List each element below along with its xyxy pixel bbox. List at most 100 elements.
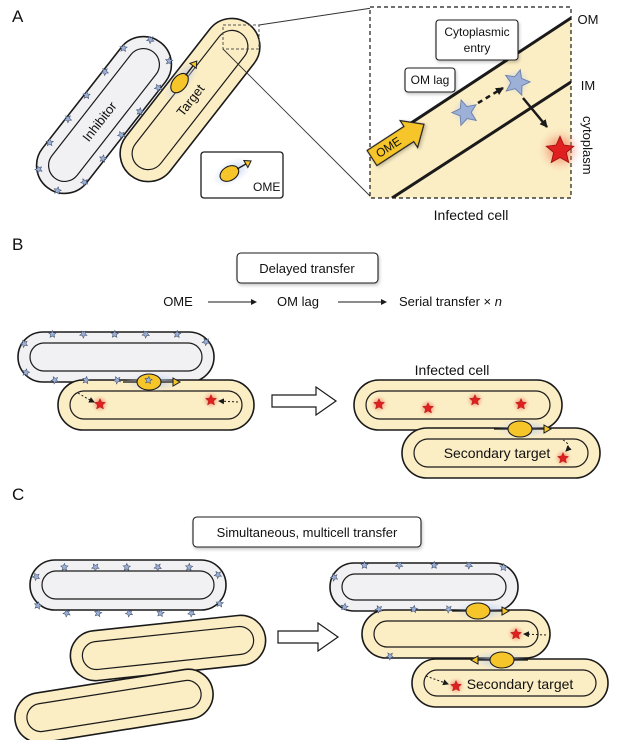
membrane-star (50, 376, 59, 385)
multicell-transfer-box: Simultaneous, multicell transfer (192, 516, 422, 548)
panel-b-letter: B (12, 235, 23, 254)
c-ome-2 (469, 650, 528, 670)
membrane-star (63, 115, 73, 124)
b-infected-cell-label: Infected cell (415, 362, 490, 378)
membrane-star (94, 608, 103, 618)
membrane-star (360, 560, 369, 569)
membrane-star (464, 561, 474, 570)
inner-membrane-line (391, 80, 571, 198)
ome-legend: OME (200, 151, 284, 199)
delayed-transfer-box: Delayed transfer (236, 252, 379, 284)
ome-legend-label: OME (253, 180, 280, 194)
membrane-star (31, 572, 40, 582)
membrane-star (187, 609, 196, 618)
b-infected-toxins (370, 391, 530, 417)
c-secondary-target-label: Secondary target (467, 676, 574, 692)
b-secondary-toxin (554, 439, 572, 467)
inhibitor-cell: Inhibitor (35, 35, 173, 195)
ome-contact (164, 58, 200, 102)
membrane-star (374, 605, 383, 614)
membrane-star (82, 90, 91, 100)
flow-step-om-lag: OM lag (277, 294, 319, 309)
b-inhibitor-cell (17, 331, 215, 383)
panel-c-letter: C (12, 485, 24, 504)
membrane-star (124, 609, 134, 618)
membrane-star (201, 337, 211, 347)
c-right-target-2: Secondary target (411, 658, 609, 708)
flow-step-ome: OME (163, 294, 193, 309)
cytoplasmic-entry-line2: entry (464, 41, 491, 55)
ome-arrow: OME (366, 119, 425, 167)
c-toxin-2 (425, 675, 465, 695)
zoom-line-bottom (222, 48, 373, 199)
membrane-stars (19, 35, 508, 661)
membrane-star (60, 562, 69, 571)
zoom-panel: OME Cytoplasmic entry (366, 6, 582, 199)
membrane-star (122, 562, 132, 571)
multicell-transfer-label: Simultaneous, multicell transfer (217, 525, 398, 540)
panel-a-letter: A (12, 7, 24, 26)
c-transition-arrow (277, 621, 340, 653)
om-lag-arrow (477, 86, 504, 105)
membrane-star (34, 165, 43, 174)
panel-b: B Delayed transfer OME OM lag Serial tra… (12, 235, 601, 479)
om-lag-box: OM lag (404, 67, 456, 93)
cytoplasmic-entry-box: Cytoplasmic entry (435, 19, 519, 61)
c-inhibitor-cell (29, 559, 227, 611)
membrane-star (48, 329, 57, 338)
membrane-star (409, 604, 419, 614)
membrane-star (444, 605, 453, 614)
cytoplasmic-entry-line1: Cytoplasmic (444, 25, 509, 39)
membrane-star (91, 563, 100, 572)
membrane-star (385, 652, 395, 661)
membrane-star (153, 83, 163, 93)
cytoplasm-label: cytoplasm (580, 116, 595, 175)
target-cell: Target (119, 17, 261, 183)
b-infected-cell (353, 379, 563, 431)
membrane-star (145, 35, 155, 45)
membrane-star (100, 67, 110, 77)
membrane-star (45, 138, 54, 147)
membrane-star (156, 608, 165, 618)
membrane-star (82, 375, 91, 385)
c-right-inhibitor (329, 562, 519, 612)
membrane-star (141, 330, 150, 339)
zoom-line-top (258, 7, 373, 26)
membrane-star (79, 330, 88, 339)
b-toxin-right (202, 391, 239, 409)
delayed-transfer-label: Delayed transfer (259, 261, 355, 276)
panel-a: A Inhibitor Target (12, 6, 599, 223)
membrane-star (112, 376, 122, 385)
membrane-star (79, 178, 89, 187)
membrane-star-1 (450, 98, 478, 127)
membrane-star (135, 107, 145, 116)
membrane-star (165, 56, 174, 65)
membrane-star (213, 570, 223, 580)
membrane-star (499, 562, 508, 572)
membrane-star (62, 609, 71, 618)
membrane-star (144, 375, 153, 385)
b-secondary-target-label: Secondary target (444, 445, 551, 461)
zoom-source-box (222, 24, 260, 50)
membrane-star (116, 131, 126, 140)
membrane-star (53, 186, 62, 195)
om-lag-label: OM lag (411, 73, 450, 87)
c-target-cell-1 (69, 614, 267, 682)
membrane-star-2 (504, 68, 532, 97)
b-ome-right (494, 419, 553, 439)
membrane-star (21, 368, 31, 377)
membrane-star (184, 562, 194, 572)
b-secondary-target-cell: Secondary target (401, 427, 601, 479)
membrane-star (99, 154, 108, 163)
b-transition-arrow (271, 385, 338, 417)
flow-step-serial: Serial transfer × n (399, 294, 502, 309)
membrane-star (340, 602, 349, 612)
panel-c: C Simultaneous, multicell transfer (12, 485, 609, 740)
c-target-cell-2 (14, 668, 214, 740)
im-label: IM (581, 78, 595, 93)
infected-cell-label-a: Infected cell (434, 207, 509, 223)
om-label: OM (578, 12, 599, 27)
membrane-star (429, 560, 439, 569)
toxin-star (538, 128, 582, 172)
